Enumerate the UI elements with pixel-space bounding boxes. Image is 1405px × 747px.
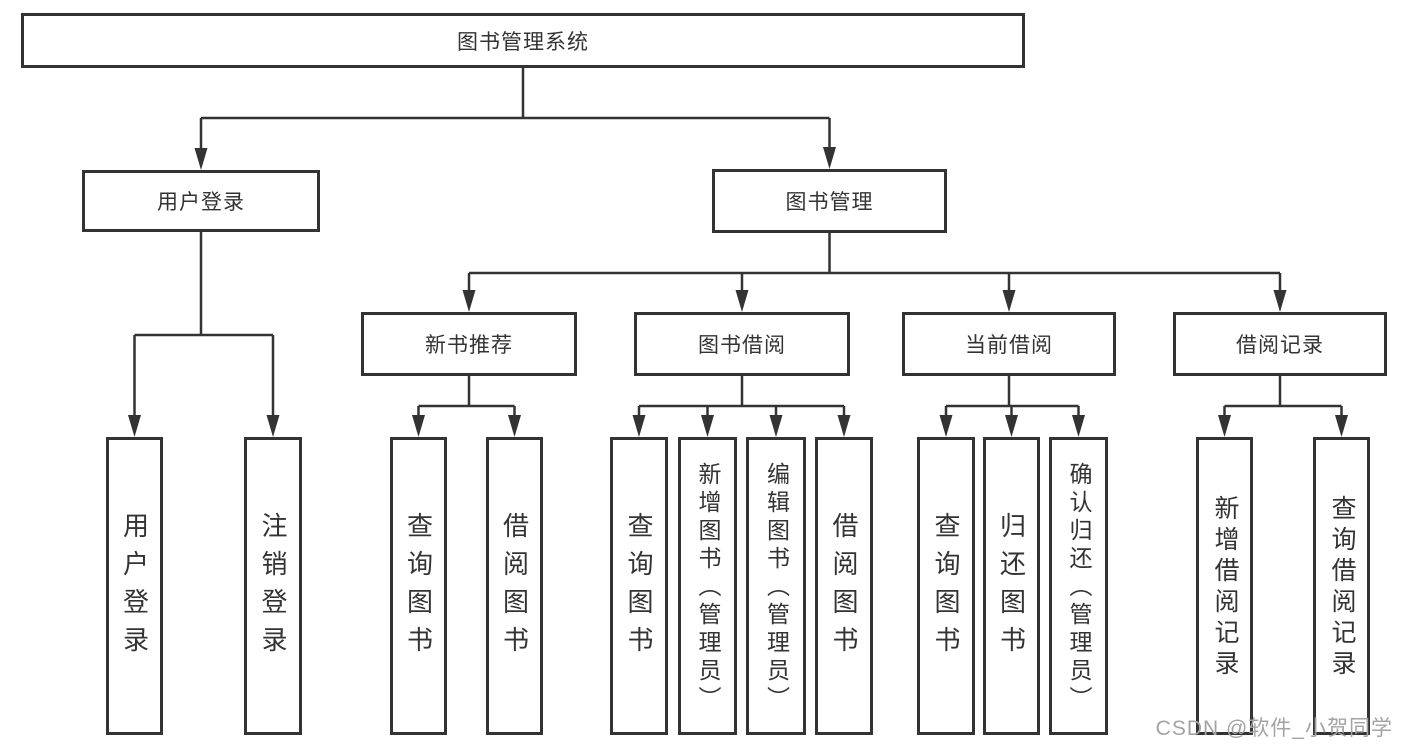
leaf-user-login: 用户登录	[106, 437, 163, 735]
leaf-edit-books-admin: 编辑图书（管理员）	[746, 437, 806, 735]
node-current-borrow-label: 当前借阅	[965, 334, 1053, 357]
node-borrow-records: 借阅记录	[1173, 312, 1387, 376]
leaf-add-books-admin: 新增图书（管理员）	[678, 437, 737, 735]
node-user-login-label: 用户登录	[157, 191, 245, 214]
leaf-logout-label: 注销登录	[258, 512, 288, 664]
leaf-borrow-query-books-label: 查询图书	[624, 512, 654, 664]
leaf-borrow-books: 借阅图书	[815, 437, 873, 735]
node-book-borrow: 图书借阅	[634, 312, 850, 376]
leaf-recommend-borrow-books-label: 借阅图书	[499, 512, 530, 664]
leaf-edit-books-admin-label: 编辑图书（管理员）	[763, 462, 790, 714]
node-book-management: 图书管理	[712, 169, 947, 233]
leaf-recommend-query-books: 查询图书	[390, 437, 447, 735]
leaf-add-borrow-record: 新增借阅记录	[1196, 437, 1253, 735]
node-book-management-label: 图书管理	[785, 191, 874, 214]
leaf-return-books-label: 归还图书	[996, 512, 1027, 664]
leaf-confirm-return-admin-label: 确认归还（管理员）	[1066, 462, 1092, 714]
node-book-borrow-label: 图书借阅	[698, 334, 786, 357]
leaf-return-books: 归还图书	[983, 437, 1040, 735]
leaf-add-borrow-record-label: 新增借阅记录	[1211, 495, 1239, 681]
node-user-login: 用户登录	[82, 170, 320, 232]
leaf-borrow-query-books: 查询图书	[610, 437, 668, 735]
watermark: CSDN @软件_小贺同学	[1155, 717, 1393, 740]
node-new-book-recommend: 新书推荐	[361, 312, 577, 376]
leaf-logout: 注销登录	[244, 437, 302, 735]
leaf-borrow-books-label: 借阅图书	[829, 512, 859, 664]
leaf-confirm-return-admin: 确认归还（管理员）	[1049, 437, 1108, 735]
node-library-system: 图书管理系统	[21, 13, 1025, 68]
leaf-recommend-query-books-label: 查询图书	[403, 512, 434, 664]
node-borrow-records-label: 借阅记录	[1236, 334, 1324, 357]
leaf-add-books-admin-label: 新增图书（管理员）	[695, 462, 721, 714]
node-new-book-recommend-label: 新书推荐	[425, 334, 513, 357]
node-current-borrow: 当前借阅	[902, 312, 1116, 376]
leaf-query-borrow-record: 查询借阅记录	[1313, 437, 1370, 735]
leaf-query-borrow-record-label: 查询借阅记录	[1328, 495, 1356, 681]
leaf-user-login-label: 用户登录	[119, 512, 150, 664]
node-library-system-label: 图书管理系统	[457, 30, 589, 54]
leaf-current-query-books-label: 查询图书	[931, 512, 961, 664]
leaf-recommend-borrow-books: 借阅图书	[486, 437, 543, 735]
leaf-current-query-books: 查询图书	[917, 437, 975, 735]
